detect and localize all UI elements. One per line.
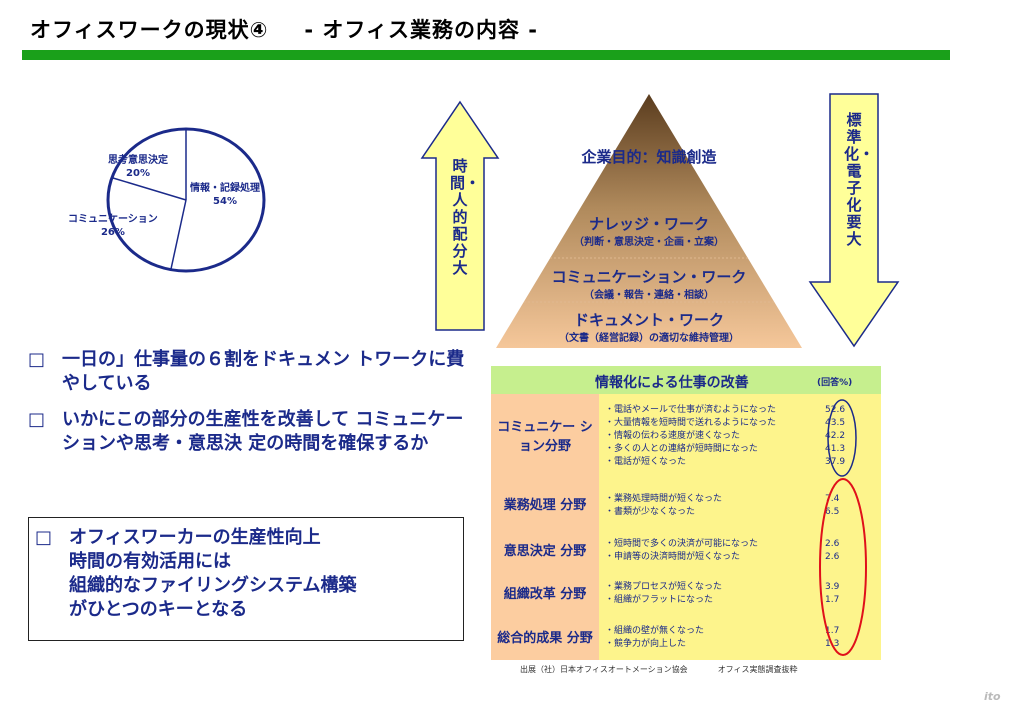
table-category: 総合的成果 分野 bbox=[491, 616, 599, 660]
bullet-text: いかにこの部分の生産性を改善して コミュニケーションや思考・意思決 定の時間を確… bbox=[62, 409, 464, 454]
key-point-line: 時間の有効活用には bbox=[69, 551, 231, 572]
pyramid-layer-communication-sub: （会議・報告・連絡・相談） bbox=[584, 290, 714, 301]
bullet-item: □ いかにこの部分の生産性を改善して コミュニケーションや思考・意思決 定の時間… bbox=[28, 408, 468, 456]
pie-divider-left bbox=[112, 177, 187, 201]
highlight-ovals bbox=[819, 399, 867, 656]
table-category: 意思決定 分野 bbox=[491, 530, 599, 572]
bullet-list: □ 一日の」仕事量の６割をドキュメン トワークに費やしている □ いかにこの部分… bbox=[28, 348, 468, 468]
pie-label-info: 情報・記録処理 54% bbox=[190, 183, 260, 207]
bullet-item: □ 一日の」仕事量の６割をドキュメン トワークに費やしている bbox=[28, 348, 468, 396]
bullet-mark: □ bbox=[28, 409, 46, 430]
pie-chart bbox=[106, 127, 266, 273]
pie-divider-bottom bbox=[170, 199, 187, 270]
down-arrow bbox=[808, 93, 900, 348]
table-header: 情報化による仕事の改善 (回答%) bbox=[491, 366, 881, 394]
up-arrow-text: 時間・人的配分大 bbox=[450, 157, 481, 277]
pie-label-communication: コミュニケーション 26% bbox=[68, 214, 158, 238]
table-category: 業務処理 分野 bbox=[491, 480, 599, 530]
pyramid-layer-document: ドキュメント・ワーク bbox=[573, 311, 724, 329]
pyramid-top-label: 企業目的：知識創造 bbox=[581, 148, 717, 166]
title-subtitle: - オフィス業務の内容 - bbox=[304, 18, 538, 42]
up-arrow bbox=[420, 100, 500, 331]
pyramid-layer-document-sub: （文書（経営記録）の適切な維持管理） bbox=[559, 333, 739, 344]
source-right: オフィス実態調査抜粋 bbox=[717, 665, 798, 674]
pyramid bbox=[496, 94, 802, 348]
pyramid-layer-knowledge: ナレッジ・ワーク bbox=[588, 215, 709, 233]
blue-highlight-oval bbox=[827, 399, 857, 477]
title-main: オフィスワークの現状④ bbox=[30, 18, 269, 42]
down-arrow-text: 標準化・電子化要大 bbox=[844, 111, 875, 248]
key-point-box: □ オフィスワーカーの生産性向上 時間の有効活用には 組織的なファイリングシステ… bbox=[28, 517, 464, 641]
table-title: 情報化による仕事の改善 bbox=[595, 375, 749, 391]
pyramid-layer-communication: コミュニケーション・ワーク bbox=[551, 268, 747, 286]
red-highlight-oval bbox=[819, 478, 867, 656]
table-unit: (回答%) bbox=[817, 378, 853, 388]
pie-label-thinking: 思考意思決定 20% bbox=[108, 155, 168, 179]
bullet-mark: □ bbox=[28, 349, 46, 370]
table-category: 組織改革 分野 bbox=[491, 572, 599, 616]
pyramid-layer-knowledge-sub: （判断・意思決定・企画・立案） bbox=[574, 237, 724, 248]
survey-table: 情報化による仕事の改善 (回答%) コミュニケー ション分野 ・電話やメールで仕… bbox=[491, 366, 881, 660]
bullet-text: 一日の」仕事量の６割をドキュメン トワークに費やしている bbox=[62, 349, 465, 394]
title-underline bbox=[22, 50, 950, 60]
source-left: 出展（社）日本オフィスオートメーション協会 bbox=[520, 665, 688, 674]
source-note: 出展（社）日本オフィスオートメーション協会 オフィス実態調査抜粋 bbox=[520, 664, 798, 675]
table-category: コミュニケー ション分野 bbox=[491, 394, 599, 480]
bullet-mark: □ bbox=[35, 527, 53, 548]
key-point-line: オフィスワーカーの生産性向上 bbox=[69, 527, 321, 548]
key-point-line: 組織的なファイリングシステム構築 bbox=[69, 575, 357, 596]
key-point-line: がひとつのキーとなる bbox=[69, 599, 248, 620]
corner-logo: ito bbox=[984, 690, 1001, 703]
page-title: オフィスワークの現状④ - オフィス業務の内容 - bbox=[30, 14, 538, 44]
